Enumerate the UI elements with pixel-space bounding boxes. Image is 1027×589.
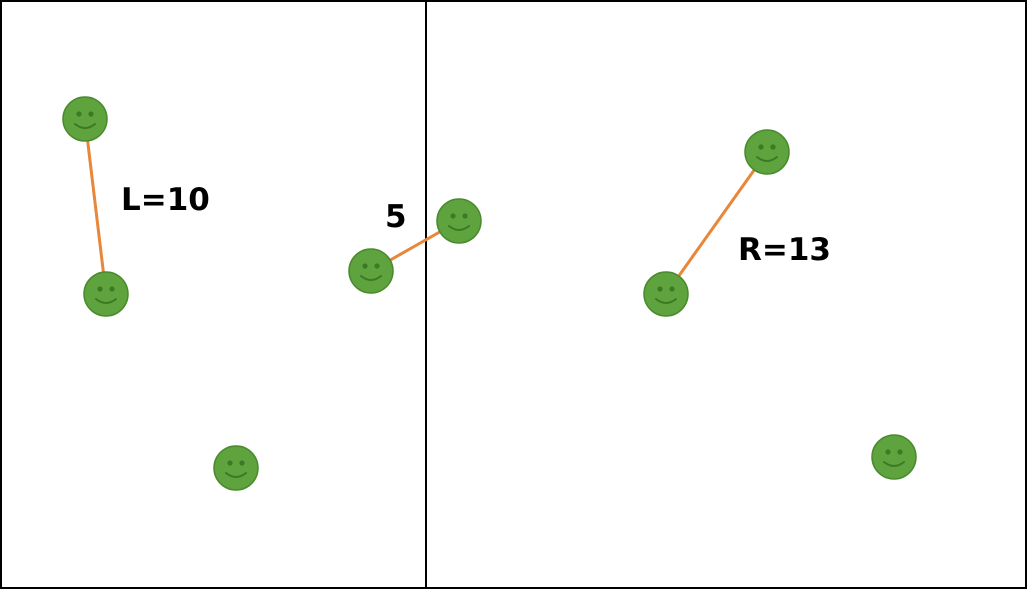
smiley-face-icon [643, 271, 689, 317]
smiley-face-icon [213, 445, 259, 491]
edge-right [664, 151, 769, 295]
smiley-face-icon [871, 434, 917, 480]
edge-left [83, 118, 108, 295]
right-cut-label: R=13 [738, 232, 831, 268]
smiley-face-icon [83, 271, 129, 317]
smiley-face-icon [436, 198, 482, 244]
faces-layer [62, 96, 917, 491]
left-cut-label: L=10 [121, 182, 210, 218]
smiley-face-icon [62, 96, 108, 142]
smiley-face-icon [348, 248, 394, 294]
crossing-edge-label: 5 [385, 199, 407, 235]
smiley-face-icon [744, 129, 790, 175]
